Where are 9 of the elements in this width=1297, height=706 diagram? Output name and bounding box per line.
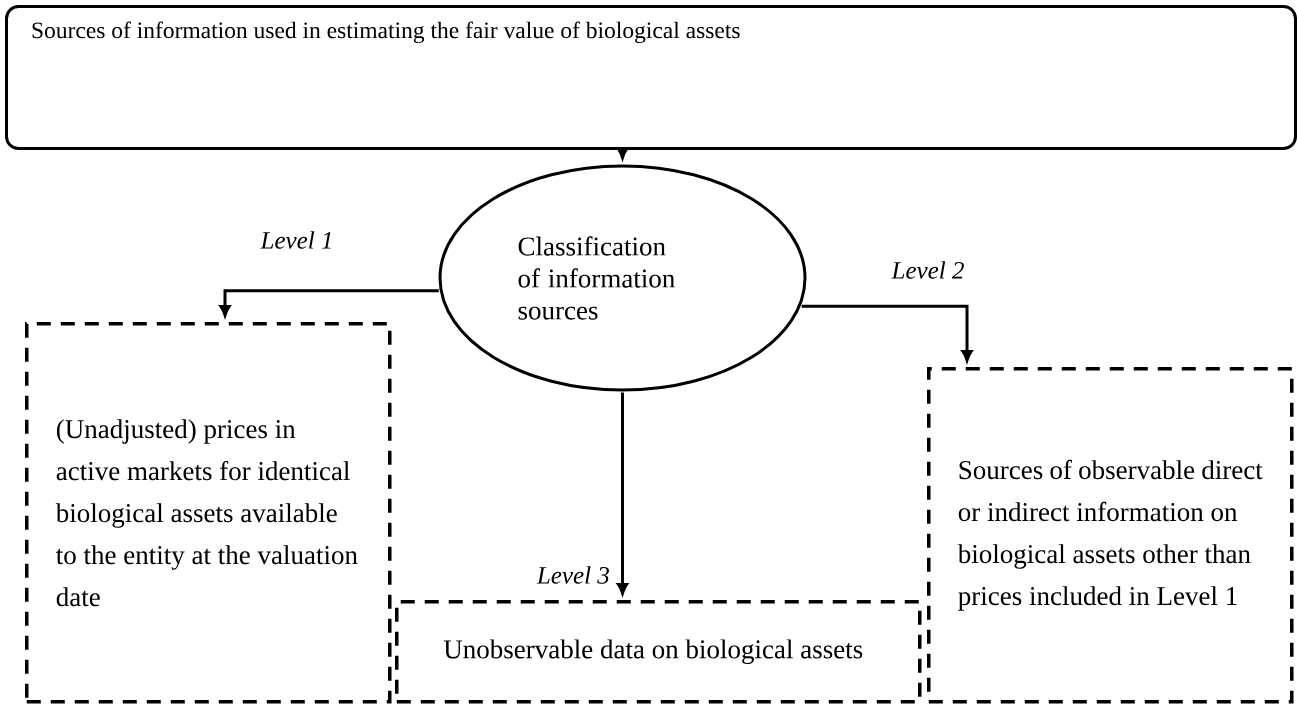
edge-label: Level 1 xyxy=(258,229,336,251)
edge-label: Level 3 xyxy=(534,564,612,586)
arrow xyxy=(219,289,439,317)
level-box: Unobservable data on biological assets xyxy=(395,600,922,704)
edge-label: Level 2 xyxy=(889,259,967,281)
title-box: Sources of information used in estimating the fair value of biological assets xyxy=(5,5,1297,150)
arrow xyxy=(801,304,973,362)
level-box: (Unadjusted) prices in active markets for identical biological assets available to the entity at the valuation date xyxy=(25,322,392,704)
level-box: Sources of observable direct or indirect information on biological assets other than prices included in Level 1 xyxy=(927,367,1294,704)
